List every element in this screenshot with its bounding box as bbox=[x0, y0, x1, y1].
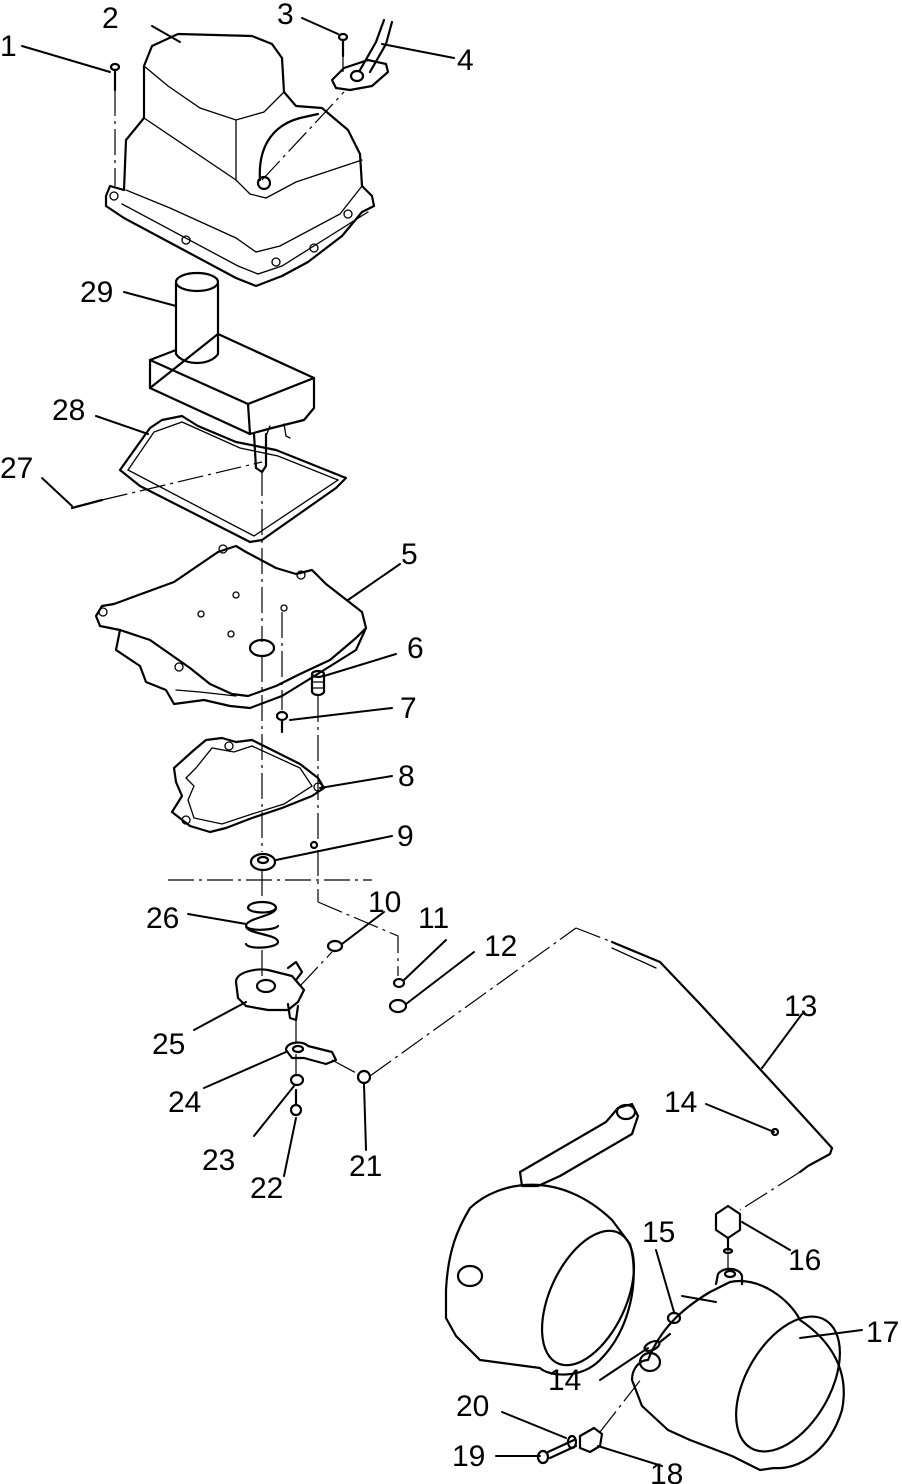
callout-5: 5 bbox=[401, 538, 418, 571]
nut-12 bbox=[388, 998, 408, 1014]
lever-24 bbox=[284, 1041, 338, 1066]
callout-17: 17 bbox=[866, 1316, 899, 1349]
screw-7 bbox=[275, 710, 289, 734]
screw-1 bbox=[109, 62, 121, 92]
steering-nozzle-rear bbox=[444, 1102, 640, 1376]
swivel-16 bbox=[714, 1204, 742, 1255]
callout-18: 18 bbox=[650, 1458, 683, 1484]
callout-20: 20 bbox=[456, 1390, 489, 1423]
callout-29: 29 bbox=[80, 276, 113, 309]
callout-28: 28 bbox=[52, 394, 85, 427]
callout-4: 4 bbox=[457, 44, 474, 77]
washer-20 bbox=[566, 1434, 578, 1450]
bolt-19 bbox=[536, 1438, 578, 1465]
clip-21 bbox=[356, 1069, 372, 1085]
callout-23: 23 bbox=[202, 1144, 235, 1177]
actuator-motor bbox=[148, 271, 316, 474]
screw-3 bbox=[337, 32, 349, 58]
washer-11 bbox=[392, 977, 406, 989]
cable-grommet bbox=[330, 18, 394, 92]
callout-25: 25 bbox=[152, 1028, 185, 1061]
screw-22 bbox=[289, 1088, 303, 1117]
nut-10 bbox=[326, 939, 344, 953]
assembly-lines bbox=[114, 56, 801, 1433]
leader-lines bbox=[21, 17, 863, 1467]
callout-22: 22 bbox=[250, 1172, 283, 1205]
callout-8: 8 bbox=[398, 760, 415, 793]
washer-23 bbox=[289, 1073, 305, 1087]
bolt-15 bbox=[666, 1311, 682, 1325]
callout-16: 16 bbox=[788, 1244, 821, 1277]
stud-6 bbox=[310, 669, 326, 697]
callout-14-lower: 14 bbox=[548, 1364, 581, 1397]
callout-19: 19 bbox=[452, 1440, 485, 1473]
steering-nozzle bbox=[630, 1267, 845, 1472]
callout-13: 13 bbox=[784, 990, 817, 1023]
spring-26 bbox=[244, 900, 280, 949]
pin-27 bbox=[70, 498, 104, 510]
callout-27: 27 bbox=[0, 452, 33, 485]
callout-12: 12 bbox=[484, 930, 517, 963]
callout-26: 26 bbox=[146, 902, 179, 935]
callout-1: 1 bbox=[0, 30, 17, 63]
callout-7: 7 bbox=[400, 692, 417, 725]
base-plate bbox=[94, 544, 368, 710]
cam-25 bbox=[234, 960, 306, 1022]
callout-14-upper: 14 bbox=[664, 1086, 697, 1119]
callout-11: 11 bbox=[418, 902, 449, 935]
gasket-28 bbox=[118, 414, 348, 544]
gasket-8 bbox=[170, 736, 326, 834]
cover-housing bbox=[104, 32, 376, 288]
callout-2: 2 bbox=[102, 2, 119, 35]
callout-6: 6 bbox=[407, 632, 424, 665]
callout-15: 15 bbox=[642, 1216, 675, 1249]
callout-9: 9 bbox=[397, 820, 414, 853]
callout-10: 10 bbox=[368, 886, 401, 919]
callout-3: 3 bbox=[277, 0, 294, 31]
linkage-rod bbox=[610, 940, 834, 1174]
callout-21: 21 bbox=[349, 1150, 382, 1183]
nut-9 bbox=[249, 852, 277, 872]
bushing-18 bbox=[578, 1426, 604, 1454]
callout-24: 24 bbox=[168, 1086, 201, 1119]
